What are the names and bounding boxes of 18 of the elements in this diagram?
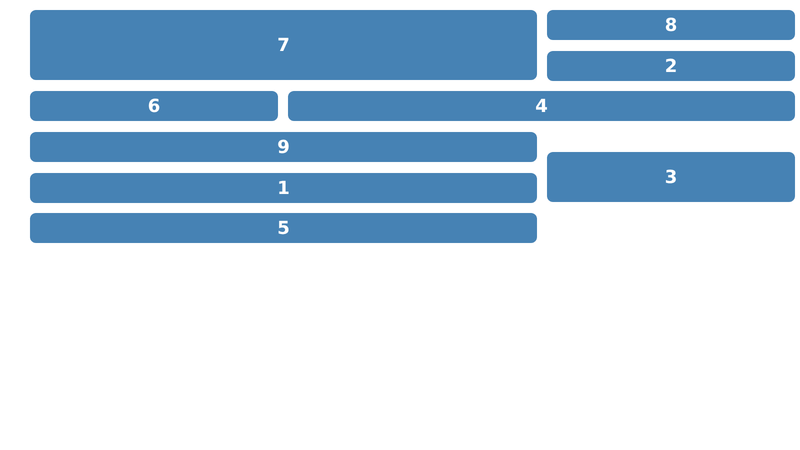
treemap-tile [288,91,795,121]
treemap-tile [30,91,278,121]
tile-label: 7 [277,34,290,56]
treemap-tile [30,10,537,80]
treemap-tile [30,132,537,162]
treemap-tile [30,173,537,203]
tile-label: 4 [535,96,548,116]
tile-label: 9 [277,136,290,158]
tile-label: 5 [277,218,290,238]
tile-label: 6 [148,96,160,116]
treemap-tile [547,10,795,40]
tile-label: 3 [664,166,678,188]
tile-label: 8 [664,14,678,36]
treemap-tile [547,51,795,81]
tile-label: 1 [277,178,290,198]
treemap-tile [547,152,795,202]
tile-label: 2 [664,56,678,76]
treemap-tile [30,213,537,243]
